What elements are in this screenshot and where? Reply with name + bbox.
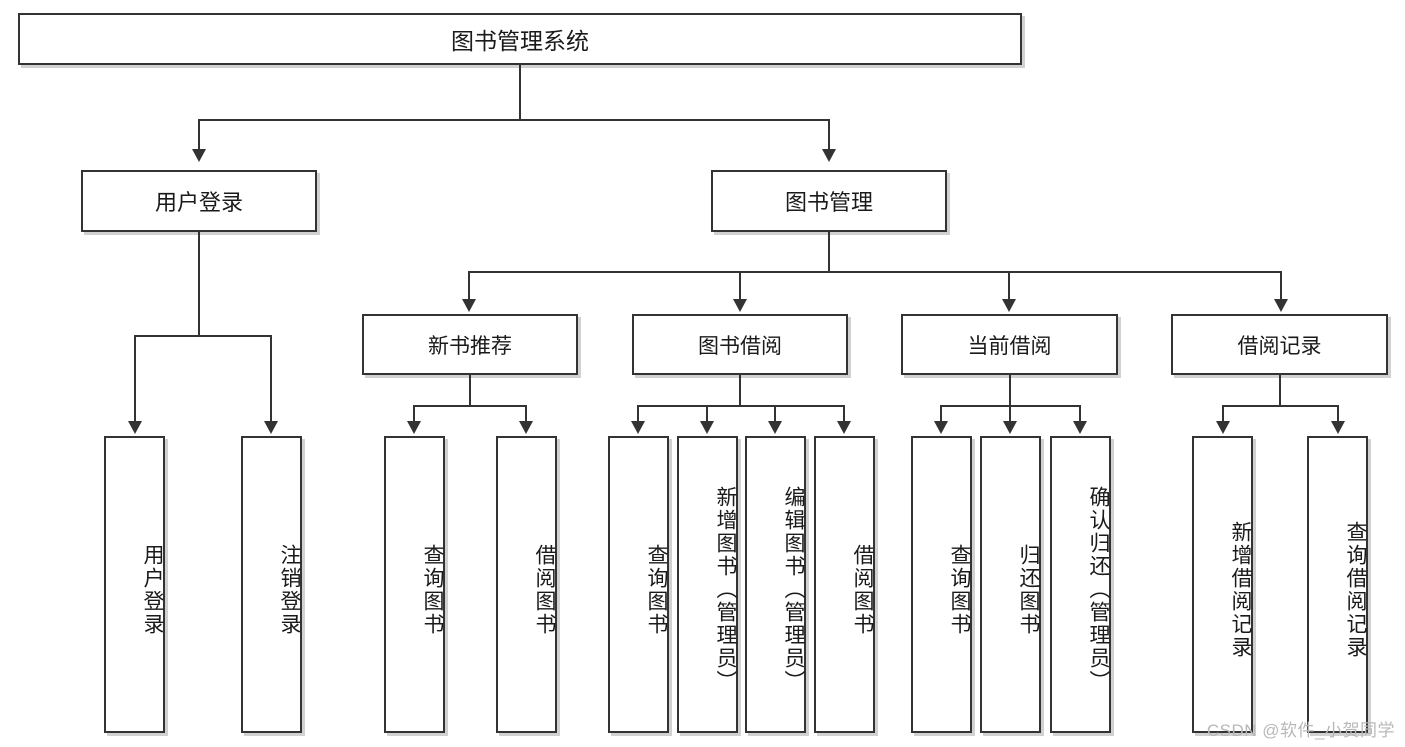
node-label: 查询图书 bbox=[421, 543, 444, 636]
leaf-edit-book-admin[interactable]: 编辑图书（管理员） bbox=[745, 436, 806, 733]
leaf-confirm-return-admin[interactable]: 确认归还（管理员） bbox=[1050, 436, 1111, 733]
node-label: 借阅图书 bbox=[533, 543, 556, 636]
arrow-user-login-to-leaf-2 bbox=[264, 421, 278, 434]
edge-borrow-bus bbox=[637, 405, 845, 407]
edge-user-login-stem bbox=[198, 232, 200, 336]
node-label: 用户登录 bbox=[141, 543, 164, 636]
node-label: 查询图书 bbox=[948, 543, 971, 636]
arrow-root-to-book-mgmt bbox=[822, 149, 836, 162]
arrow-book-mgmt-to-borrow bbox=[733, 299, 747, 312]
arrow-borrow-to-leaf-4 bbox=[837, 421, 851, 434]
leaf-user-login[interactable]: 用户登录 bbox=[104, 436, 165, 733]
arrow-current-to-leaf-2 bbox=[1003, 421, 1017, 434]
node-label: 归还图书 bbox=[1017, 543, 1040, 636]
edge-root-stem bbox=[519, 65, 521, 119]
node-label: 查询图书 bbox=[645, 543, 668, 636]
arrow-user-login-to-leaf-1 bbox=[128, 421, 142, 434]
node-label: 用户登录 bbox=[154, 190, 243, 215]
edge-user-login-to-leaf-1 bbox=[134, 335, 136, 423]
node-label: 当前借阅 bbox=[967, 334, 1052, 358]
node-borrow-records[interactable]: 借阅记录 bbox=[1171, 314, 1388, 375]
edge-book-mgmt-to-current bbox=[1008, 271, 1010, 301]
node-label: 图书借阅 bbox=[698, 334, 782, 358]
node-label: 新增图书（管理员） bbox=[714, 486, 737, 693]
node-current-borrow[interactable]: 当前借阅 bbox=[901, 314, 1118, 375]
edge-borrow-stem bbox=[739, 375, 741, 406]
node-label: 确认归还（管理员） bbox=[1087, 486, 1110, 693]
leaf-query-books-current[interactable]: 查询图书 bbox=[911, 436, 972, 733]
edge-current-to-leaf-2 bbox=[1009, 405, 1011, 423]
arrow-current-to-leaf-1 bbox=[934, 421, 948, 434]
watermark-text: CSDN @软件_小贺同学 bbox=[1206, 721, 1395, 740]
edge-new-books-stem bbox=[469, 375, 471, 406]
leaf-add-book-admin[interactable]: 新增图书（管理员） bbox=[677, 436, 738, 733]
leaf-logout[interactable]: 注销登录 bbox=[241, 436, 302, 733]
leaf-query-borrow-record[interactable]: 查询借阅记录 bbox=[1307, 436, 1368, 733]
arrow-borrow-to-leaf-3 bbox=[768, 421, 782, 434]
edge-new-books-to-leaf-2 bbox=[525, 405, 527, 423]
edge-current-to-leaf-3 bbox=[1079, 405, 1081, 423]
node-root-system[interactable]: 图书管理系统 bbox=[18, 13, 1022, 65]
arrow-borrow-to-leaf-1 bbox=[631, 421, 645, 434]
arrow-root-to-user-login bbox=[192, 149, 206, 162]
edge-user-login-bus bbox=[134, 335, 272, 337]
node-book-borrow[interactable]: 图书借阅 bbox=[632, 314, 848, 375]
node-label: 图书管理 bbox=[784, 190, 873, 215]
edge-borrow-to-leaf-2 bbox=[706, 405, 708, 423]
edge-book-mgmt-to-borrow bbox=[739, 271, 741, 301]
node-label: 编辑图书（管理员） bbox=[782, 486, 805, 693]
node-label: 查询借阅记录 bbox=[1344, 520, 1367, 659]
edge-new-books-to-leaf-1 bbox=[413, 405, 415, 423]
leaf-return-book[interactable]: 归还图书 bbox=[980, 436, 1041, 733]
node-label: 借阅图书 bbox=[851, 543, 874, 636]
arrow-records-to-leaf-1 bbox=[1216, 421, 1230, 434]
edge-current-to-leaf-1 bbox=[940, 405, 942, 423]
edge-borrow-to-leaf-4 bbox=[843, 405, 845, 423]
node-label: 借阅记录 bbox=[1237, 334, 1322, 358]
leaf-add-borrow-record[interactable]: 新增借阅记录 bbox=[1192, 436, 1253, 733]
edge-root-to-user-login bbox=[198, 119, 200, 150]
arrow-book-mgmt-to-current bbox=[1002, 299, 1016, 312]
node-label: 新增借阅记录 bbox=[1229, 520, 1252, 659]
edge-records-to-leaf-1 bbox=[1222, 405, 1224, 423]
node-book-management[interactable]: 图书管理 bbox=[711, 170, 947, 232]
arrow-current-to-leaf-3 bbox=[1073, 421, 1087, 434]
node-label: 新书推荐 bbox=[428, 334, 512, 358]
edge-root-to-book-mgmt bbox=[828, 119, 830, 150]
edge-book-mgmt-bus bbox=[468, 271, 1282, 273]
leaf-query-books-borrow[interactable]: 查询图书 bbox=[608, 436, 669, 733]
edge-book-mgmt-stem bbox=[828, 232, 830, 272]
edge-borrow-to-leaf-3 bbox=[774, 405, 776, 423]
edge-user-login-to-leaf-2 bbox=[270, 335, 272, 423]
leaf-borrow-book[interactable]: 借阅图书 bbox=[814, 436, 875, 733]
edge-root-bus bbox=[198, 119, 830, 121]
edge-new-books-bus bbox=[413, 405, 527, 407]
arrow-records-to-leaf-2 bbox=[1331, 421, 1345, 434]
node-new-book-recommend[interactable]: 新书推荐 bbox=[362, 314, 578, 375]
arrow-new-books-to-leaf-1 bbox=[407, 421, 421, 434]
arrow-new-books-to-leaf-2 bbox=[519, 421, 533, 434]
node-label: 图书管理系统 bbox=[451, 28, 589, 54]
node-user-login[interactable]: 用户登录 bbox=[81, 170, 317, 232]
arrow-book-mgmt-to-new-books bbox=[462, 299, 476, 312]
edge-book-mgmt-to-records bbox=[1280, 271, 1282, 301]
leaf-query-books-recommend[interactable]: 查询图书 bbox=[384, 436, 445, 733]
edge-records-bus bbox=[1222, 405, 1339, 407]
arrow-book-mgmt-to-records bbox=[1274, 299, 1288, 312]
edge-records-to-leaf-2 bbox=[1337, 405, 1339, 423]
edge-book-mgmt-to-new-books bbox=[468, 271, 470, 301]
node-label: 注销登录 bbox=[278, 543, 301, 636]
edge-current-stem bbox=[1009, 375, 1011, 406]
leaf-borrow-books-recommend[interactable]: 借阅图书 bbox=[496, 436, 557, 733]
arrow-borrow-to-leaf-2 bbox=[700, 421, 714, 434]
edge-records-stem bbox=[1279, 375, 1281, 406]
edge-borrow-to-leaf-1 bbox=[637, 405, 639, 423]
